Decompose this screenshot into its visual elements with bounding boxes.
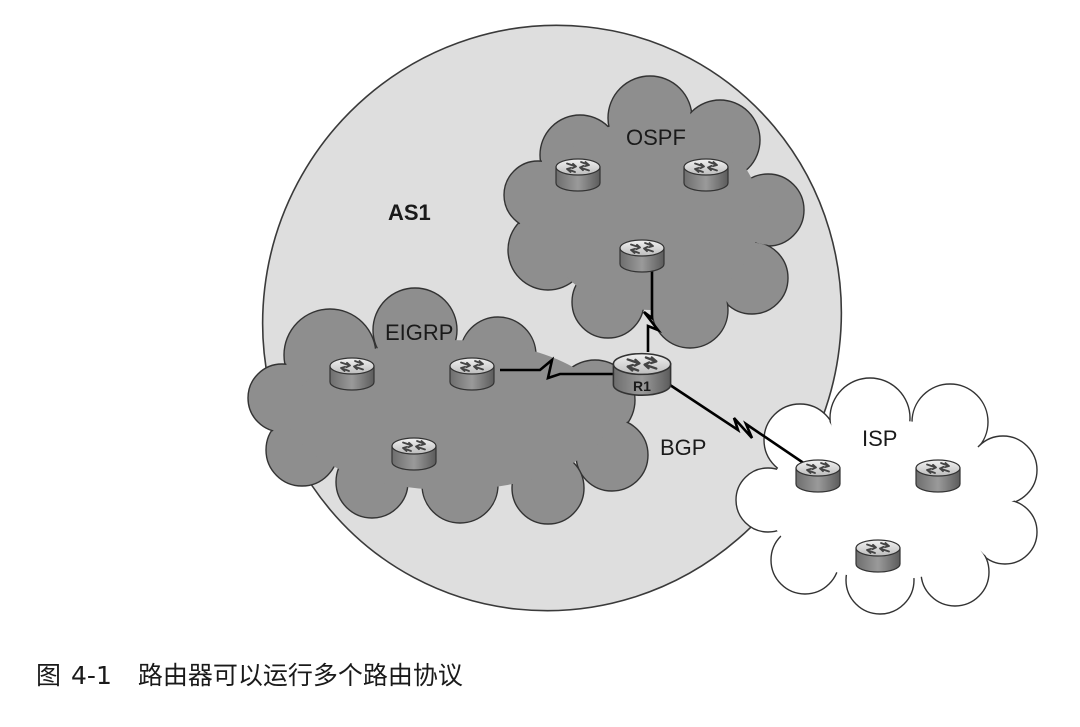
link-r1-isp [669,383,809,468]
ospf-router-2-icon [683,158,729,192]
caption-number: 4-1 [71,661,112,690]
eigrp-cloud-fill [249,289,647,523]
router-r1-label: R1 [633,378,651,394]
caption-text: 路由器可以运行多个路由协议 [137,661,463,690]
isp-router-2-icon [915,459,961,493]
link-eigrp-r1 [500,356,622,380]
isp-router-3-icon [855,539,901,573]
link-ospf-r1 [642,268,662,352]
isp-router-1-icon [795,459,841,493]
caption-prefix: 图 [36,661,62,690]
eigrp-router-1-icon [329,357,375,391]
figure-caption: 图 4-1 路由器可以运行多个路由协议 [36,656,463,692]
eigrp-label: EIGRP [385,320,453,345]
bgp-label: BGP [660,435,706,460]
isp-label: ISP [862,426,897,451]
ospf-router-3-icon [619,239,665,273]
ospf-router-1-icon [555,158,601,192]
ospf-label: OSPF [626,125,686,150]
as1-label: AS1 [388,200,431,225]
isp-cloud-fill [737,379,1036,613]
eigrp-router-2-icon [449,357,495,391]
network-diagram: R1 AS1 OSPF EIGRP ISP BGP [247,24,1038,615]
eigrp-router-3-icon [391,437,437,471]
